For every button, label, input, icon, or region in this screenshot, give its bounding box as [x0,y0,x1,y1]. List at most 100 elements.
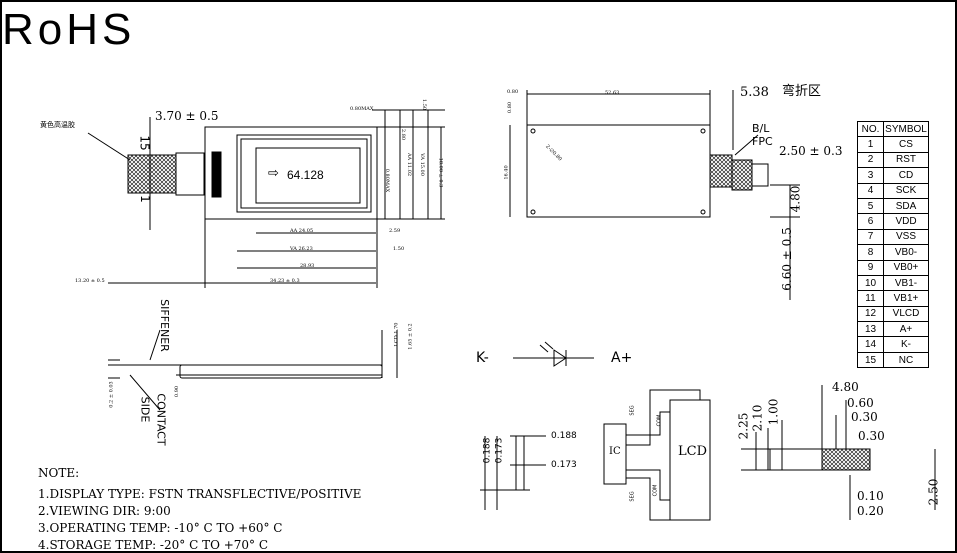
rohs-label: RoHS [2,5,136,54]
fpc-h-dim: 16.40 [503,165,510,180]
bl-label: B/L [752,122,770,135]
pin-no: 4 [857,182,884,199]
lcd-label: LCD [678,444,708,459]
pin-symbol: VB0- [883,244,929,261]
pin-no: 10 [857,274,884,292]
display-text: 64.128 [287,168,324,182]
fpc-v-dim1: 4.80 [788,185,803,213]
note-line-2: 2.VIEWING DIR: 9:00 [38,504,171,518]
pin-no: 3 [857,167,884,184]
pin-header-no: NO. [857,120,884,138]
pitch-dim-1: 0.188 [551,431,577,441]
dim-va-height: VA 15.00 [418,153,425,176]
fpc-view-drawing [509,90,800,300]
bend-area-label: 弯折区 [782,84,822,99]
dim-left-width: 13.20 ± 0.5 [75,278,105,284]
pin-symbol: VB1+ [883,290,929,307]
note-line-4: 4.STORAGE TEMP: -20° C TO +70° C [38,538,269,552]
led-a-label: A+ [611,350,633,366]
pin-symbol: VB1- [883,274,929,292]
glue-label: 黄色高温胶 [40,121,75,129]
detail-480: 4.80 [832,380,859,394]
dim-v1: 2.80 [400,128,407,141]
fpc-label: FPC [752,135,773,148]
side-dim-mid: 0.90 [174,385,181,398]
note-line-3: 3.OPERATING TEMP: -10° C TO +60° C [38,521,283,535]
pin-symbol: RST [883,151,929,169]
seg-label-1: SEG [629,405,636,416]
fpc-detail [741,385,936,520]
pin-symbol: SDA [883,197,929,215]
display-arrow-icon: ⇨ [268,166,279,181]
dim-max-height: 0.80MAX [384,168,391,193]
pin-no: 9 [857,259,884,276]
pin-symbol: K- [883,336,929,353]
dim-right-gap2: 1.50 [393,246,405,252]
dim-aa-width: AA 24.05 [290,228,314,234]
detail-060: 0.60 [847,396,874,410]
fpc-v-dim2: 6.60 ± 0.5 [779,227,794,291]
side-dim-1: 1 [137,195,152,203]
pin-symbol: VDD [883,213,929,230]
ic-lcd-block [603,389,711,521]
fpc-width-dim: 2.50 ± 0.3 [779,144,843,158]
pin-no: 5 [857,197,884,215]
com-label-2: COM [652,484,659,497]
pin-symbol: VSS [883,228,929,246]
dim-right-gap: 2.59 [389,228,401,234]
detail-030b: 0.30 [858,429,885,443]
ic-label: IC [609,446,621,457]
dim-outline-width: 28.93 [300,263,315,269]
fpc-l-dim2: 0.80 [507,101,514,114]
pin-symbol: VB0+ [883,259,929,276]
detail-210: 2.10 [750,404,765,432]
pin-no: 11 [857,290,884,307]
pin-no: 1 [857,136,884,153]
fpc-w-dim: 52.63 [605,90,620,96]
fpc-top-dim: 5.38 [740,85,769,100]
led-k-label: K- [476,350,489,366]
pin-no: 12 [857,305,884,323]
seg-label-2: SEG [629,491,636,502]
top-view-drawing [87,109,445,288]
side-dim-left: 0.2 ± 0.03 [108,381,115,408]
side-view-drawing [108,329,398,411]
pin-no: 2 [857,151,884,169]
detail-020: 0.20 [857,504,884,518]
side-label: SIDE [138,396,152,423]
side-dim-lcd: LCD 1.70 [393,322,400,347]
detail-030: 0.30 [851,410,878,424]
pitch-detail [480,435,546,510]
pin-symbol: SCK [883,182,929,199]
detail-225: 2.25 [736,412,751,440]
pin-symbol: CD [883,167,929,184]
side-dim-15: 15 [137,135,152,151]
pin-no: 6 [857,213,884,230]
pin-no: 15 [857,351,884,369]
pitch-dim-3: 0.188 [482,437,493,464]
width-dimension: 3.70 ± 0.5 [155,109,219,123]
pin-symbol: A+ [883,321,929,338]
led-symbol [513,341,594,367]
stiffener-label: SIFFENER [157,299,171,352]
pitch-dim-4: 0.173 [494,437,505,464]
contact-label: CONTACT [154,393,168,446]
detail-100: 1.00 [766,398,781,426]
pin-no: 7 [857,228,884,246]
pin-no: 14 [857,336,884,353]
